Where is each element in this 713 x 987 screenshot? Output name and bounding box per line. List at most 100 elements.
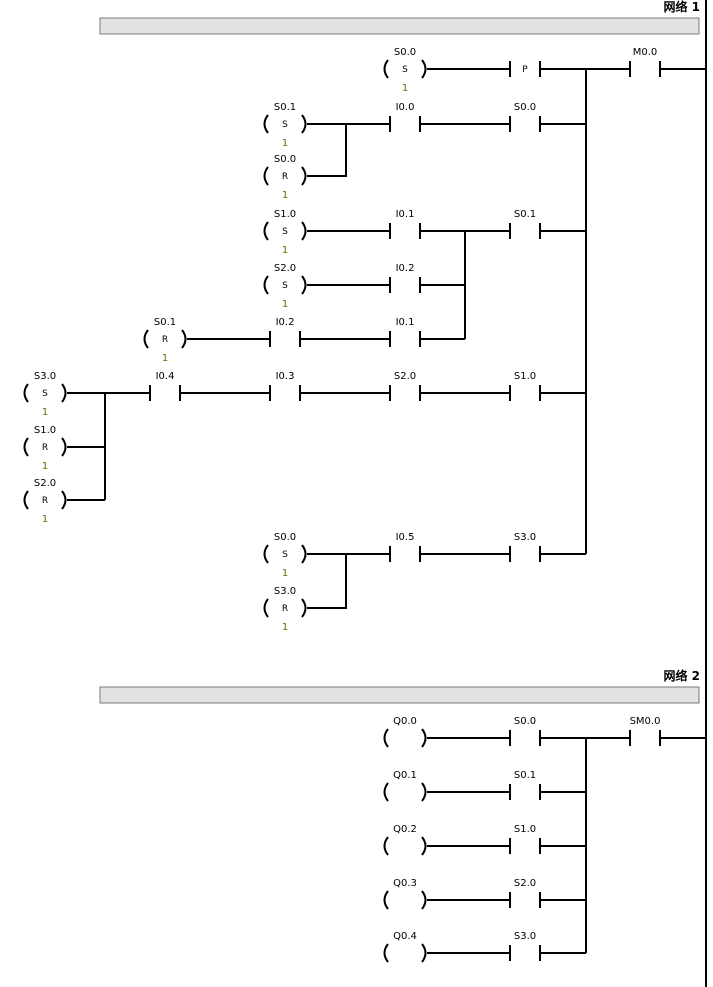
- contact-label: I0.1: [396, 317, 415, 328]
- coil-label: S2.0: [274, 263, 296, 274]
- contact-label: S2.0: [394, 371, 416, 382]
- contact-label: S3.0: [514, 931, 536, 942]
- contact-label: I0.3: [276, 371, 295, 382]
- contact-i0-3[interactable]: I0.3: [269, 371, 301, 401]
- coil-reset-s0-1[interactable]: R S0.1 1: [143, 317, 187, 364]
- coil-count: 1: [282, 299, 288, 310]
- network-1: 网络 1: [23, 0, 706, 633]
- coil-type: S: [282, 227, 288, 237]
- contact-s2-0[interactable]: S2.0: [389, 371, 421, 401]
- contact-label: I0.5: [396, 532, 415, 543]
- contact-label: SM0.0: [630, 716, 661, 727]
- coil-q0-2[interactable]: Q0.2: [383, 824, 427, 856]
- contact-label: S2.0: [514, 878, 536, 889]
- coil-count: 1: [42, 461, 48, 472]
- coil-type: S: [282, 120, 288, 130]
- coil-q0-0[interactable]: Q0.0: [383, 716, 427, 748]
- contact-s3-0[interactable]: S3.0: [509, 931, 541, 961]
- contact-label: I0.1: [396, 209, 415, 220]
- coil-set-s0-1[interactable]: S S0.1 1: [263, 102, 307, 149]
- coil-label: Q0.0: [393, 716, 417, 727]
- network-1-title: 网络 1: [663, 0, 700, 14]
- network-2-coils: Q0.0 Q0.1 Q0.2 Q0.3 Q0.4: [383, 716, 427, 963]
- coil-label: Q0.3: [393, 878, 417, 889]
- contact-label: I0.2: [396, 263, 415, 274]
- contact-label: I0.2: [276, 317, 295, 328]
- coil-set-s1-0[interactable]: S S1.0 1: [263, 209, 307, 256]
- coil-reset-s3-0[interactable]: R S3.0 1: [263, 586, 307, 633]
- network-2: 网络 2 SM0.0 S0.0: [99, 668, 706, 963]
- contact-label: S1.0: [514, 824, 536, 835]
- contact-positive-transition[interactable]: P: [509, 61, 541, 77]
- coil-reset-s1-0[interactable]: R S1.0 1: [23, 425, 67, 472]
- coil-label: S0.0: [274, 154, 296, 165]
- network-2-comment-bar[interactable]: [99, 686, 700, 704]
- network-1-comment-bar[interactable]: [99, 17, 700, 35]
- coil-label: S1.0: [34, 425, 56, 436]
- network-1-coils: S S0.0 1 S S0.1 1 R S0.0 1 S S1.0 1: [23, 47, 427, 633]
- contact-s1-0[interactable]: S1.0: [509, 824, 541, 854]
- coil-type: S: [282, 281, 288, 291]
- contact-label: I0.0: [396, 102, 415, 113]
- coil-reset-s0-0[interactable]: R S0.0 1: [263, 154, 307, 201]
- contact-i0-5[interactable]: I0.5: [389, 532, 421, 562]
- contact-i0-0[interactable]: I0.0: [389, 102, 421, 132]
- contact-s0-0[interactable]: S0.0: [509, 102, 541, 132]
- contact-s0-1[interactable]: S0.1: [509, 209, 541, 239]
- coil-label: Q0.2: [393, 824, 417, 835]
- coil-q0-4[interactable]: Q0.4: [383, 931, 427, 963]
- coil-count: 1: [282, 622, 288, 633]
- coil-count: 1: [402, 83, 408, 94]
- network-1-wires: [67, 68, 706, 609]
- coil-q0-3[interactable]: Q0.3: [383, 878, 427, 910]
- coil-label: S0.0: [274, 532, 296, 543]
- coil-type: S: [402, 65, 408, 75]
- contact-s2-0[interactable]: S2.0: [509, 878, 541, 908]
- contact-i0-2[interactable]: I0.2: [389, 263, 421, 293]
- coil-set-s0-0-b[interactable]: S S0.0 1: [263, 532, 307, 579]
- contact-label: S0.1: [514, 770, 536, 781]
- contact-label: S1.0: [514, 371, 536, 382]
- coil-type: R: [42, 443, 48, 453]
- coil-set-s3-0[interactable]: S S3.0 1: [23, 371, 67, 418]
- coil-set-s2-0[interactable]: S S2.0 1: [263, 263, 307, 310]
- contact-label: P: [522, 65, 528, 75]
- contact-sm0-0[interactable]: SM0.0: [629, 716, 661, 746]
- contact-s0-0[interactable]: S0.0: [509, 716, 541, 746]
- coil-type: S: [42, 389, 48, 399]
- coil-reset-s2-0[interactable]: R S2.0 1: [23, 478, 67, 525]
- coil-label: S0.1: [154, 317, 176, 328]
- contact-label: S0.0: [514, 102, 536, 113]
- coil-type: R: [282, 172, 288, 182]
- contact-label: S0.1: [514, 209, 536, 220]
- contact-i0-1-b[interactable]: I0.1: [389, 317, 421, 347]
- contact-s1-0[interactable]: S1.0: [509, 371, 541, 401]
- contact-label: I0.4: [156, 371, 175, 382]
- contact-i0-1[interactable]: I0.1: [389, 209, 421, 239]
- coil-type: R: [162, 335, 168, 345]
- contact-i0-2-b[interactable]: I0.2: [269, 317, 301, 347]
- coil-set-s0-0[interactable]: S S0.0 1: [383, 47, 427, 94]
- coil-label: S0.1: [274, 102, 296, 113]
- contact-i0-4[interactable]: I0.4: [149, 371, 181, 401]
- coil-q0-1[interactable]: Q0.1: [383, 770, 427, 802]
- coil-type: R: [282, 604, 288, 614]
- coil-label: S3.0: [34, 371, 56, 382]
- network-2-title: 网络 2: [663, 668, 700, 683]
- contact-label: S3.0: [514, 532, 536, 543]
- contact-s0-1[interactable]: S0.1: [509, 770, 541, 800]
- contact-m0-0[interactable]: M0.0: [629, 47, 661, 77]
- coil-count: 1: [282, 138, 288, 149]
- coil-count: 1: [162, 353, 168, 364]
- network-2-contacts: SM0.0 S0.0 S0.1 S1.0 S2.0 S3.0: [509, 716, 661, 961]
- coil-count: 1: [282, 190, 288, 201]
- coil-label: Q0.4: [393, 931, 417, 942]
- coil-count: 1: [42, 407, 48, 418]
- coil-label: S2.0: [34, 478, 56, 489]
- contact-s3-0[interactable]: S3.0: [509, 532, 541, 562]
- coil-label: S1.0: [274, 209, 296, 220]
- coil-count: 1: [42, 514, 48, 525]
- coil-label: Q0.1: [393, 770, 417, 781]
- contact-label: M0.0: [633, 47, 658, 58]
